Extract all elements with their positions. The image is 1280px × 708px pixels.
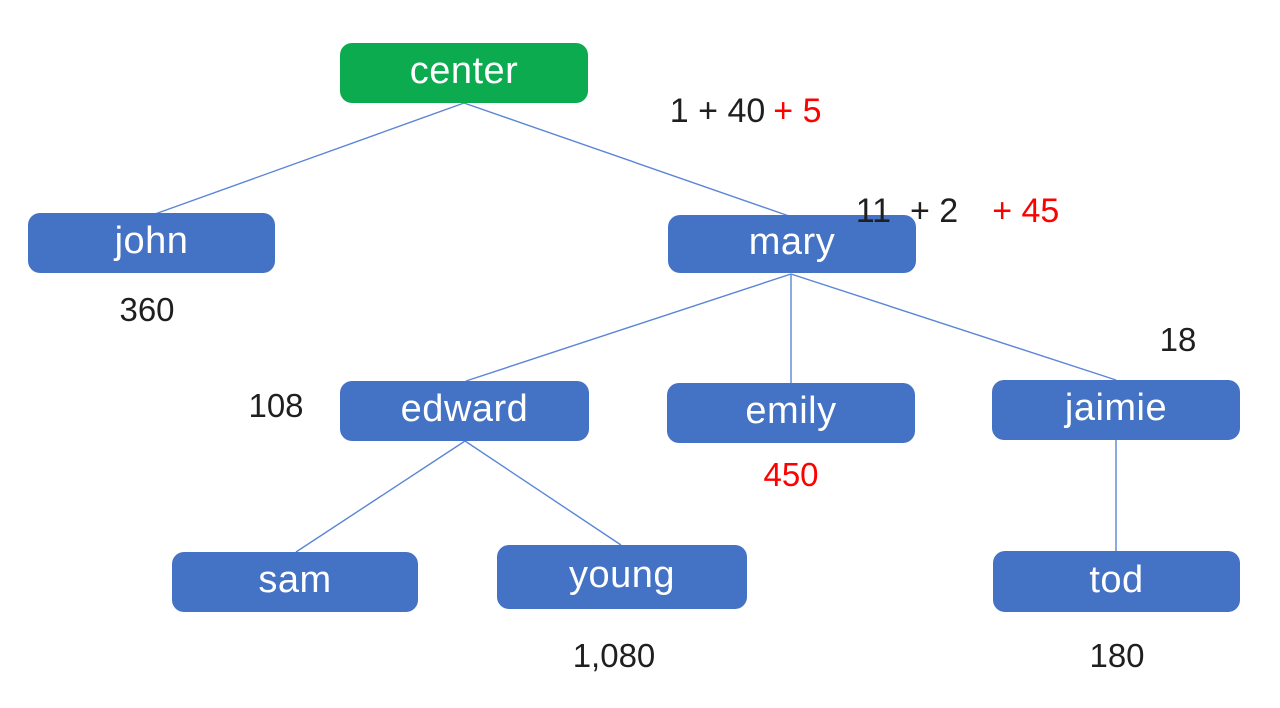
- emily-value-label: 450: [763, 456, 819, 493]
- tree-node-young: young: [497, 545, 747, 609]
- tod-value-label: 180: [1089, 637, 1145, 674]
- young-value-label: 1,080: [572, 637, 656, 674]
- center-expression: 1 + 40+ 5: [632, 54, 822, 168]
- tree-node-edward-label: edward: [400, 388, 529, 430]
- tree-node-sam-label: sam: [258, 559, 332, 601]
- john-value-label: 360: [119, 291, 175, 328]
- jaimie-value-label: 18: [1159, 321, 1197, 358]
- tree-node-edward: edward: [340, 381, 589, 441]
- tree-node-mary-label: mary: [748, 221, 836, 263]
- mary-expression-black: 11 + 2: [855, 192, 959, 230]
- mary-expression: 11 + 2 + 45: [818, 154, 1060, 268]
- edward-value-label: 108: [248, 387, 304, 424]
- tree-node-tod-label: tod: [1089, 558, 1144, 601]
- tree-node-john-label: john: [114, 220, 189, 262]
- mary-expression-red: + 45: [992, 192, 1060, 230]
- center-expression-red: + 5: [773, 92, 822, 130]
- connector-mary-edward: [465, 273, 792, 382]
- tree-node-emily: emily: [667, 383, 915, 443]
- tree-node-emily-label: emily: [745, 390, 837, 432]
- tree-node-jaimie-label: jaimie: [1064, 387, 1168, 429]
- tree-node-john: john: [28, 213, 275, 273]
- tree-node-center-label: center: [409, 50, 519, 92]
- tree-node-jaimie: jaimie: [992, 380, 1240, 440]
- tree-node-sam: sam: [172, 552, 418, 612]
- tree-node-tod: tod: [993, 551, 1240, 612]
- tree-node-young-label: young: [568, 554, 676, 596]
- connector-center-mary: [463, 102, 790, 217]
- connector-edward-sam: [295, 440, 466, 553]
- tree-node-center: center: [340, 43, 588, 103]
- connector-center-john: [154, 102, 465, 215]
- center-expression-black: 1 + 40: [669, 92, 766, 130]
- tree-node-mary: mary: [668, 215, 916, 273]
- connector-mary-jaimie: [790, 273, 1117, 381]
- connector-edward-young: [464, 440, 622, 546]
